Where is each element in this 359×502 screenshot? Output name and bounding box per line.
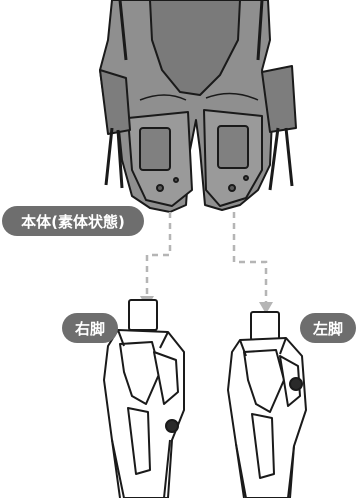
connector-to-right-leg xyxy=(145,212,172,298)
connector-to-left-leg xyxy=(232,212,268,304)
main-body-label: 本体(素体状態) xyxy=(2,206,144,236)
left-leg-figure xyxy=(227,311,307,499)
main-body-figure xyxy=(99,0,297,213)
connector-lines xyxy=(145,212,268,304)
right-leg-figure xyxy=(103,299,185,499)
left-leg-label: 左脚 xyxy=(300,313,356,343)
arrowhead-left-leg xyxy=(259,302,273,314)
right-leg-label: 右脚 xyxy=(62,313,118,343)
